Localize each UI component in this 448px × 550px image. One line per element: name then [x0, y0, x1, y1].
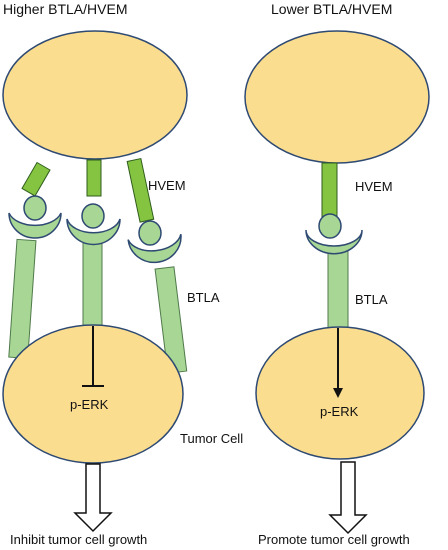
immune-cell-right — [244, 30, 430, 164]
hvem-stalk-left — [21, 161, 51, 197]
left-perk-label: p-ERK — [70, 397, 109, 412]
right-hvem-stalk — [321, 162, 338, 218]
btla-stalk-left — [8, 238, 37, 359]
hvem-stalk-right — [126, 157, 155, 223]
hvem-head-center — [81, 203, 105, 229]
left-panel: Higher BTLA/HVEM HVEM BTLA p-ERK Tumor C… — [2, 1, 243, 547]
right-panel: Lower BTLA/HVEM HVEM BTLA p-ERK Promote … — [244, 1, 430, 547]
tumor-cell-right — [255, 326, 425, 460]
immune-cell-left — [2, 30, 188, 160]
left-outcome-label: Inhibit tumor cell growth — [10, 532, 147, 547]
left-hvem-label: HVEM — [148, 178, 186, 193]
right-btla-stalk — [327, 249, 349, 329]
right-btla-cup — [305, 229, 363, 255]
right-outcome-arrow — [328, 461, 368, 535]
btla-cup-left — [8, 212, 62, 239]
hvem-head-left — [23, 195, 47, 221]
right-hvem-label: HVEM — [355, 179, 393, 194]
tumor-cell-label: Tumor Cell — [180, 431, 243, 446]
left-btla-label: BTLA — [187, 290, 220, 305]
left-panel-title: Higher BTLA/HVEM — [3, 1, 127, 17]
right-panel-title: Lower BTLA/HVEM — [271, 1, 392, 17]
right-hvem-head — [318, 213, 342, 239]
btla-cup-right — [127, 233, 182, 264]
tumor-cell-left — [2, 324, 184, 464]
left-outcome-arrow — [73, 463, 113, 533]
hvem-stalk-center — [86, 159, 102, 197]
btla-cup-center — [66, 218, 121, 246]
right-outcome-label: Promote tumor cell growth — [258, 532, 410, 547]
hvem-head-right — [138, 220, 162, 246]
btla-stalk-center — [82, 239, 103, 331]
right-btla-label: BTLA — [355, 292, 388, 307]
right-perk-label: p-ERK — [320, 404, 359, 419]
